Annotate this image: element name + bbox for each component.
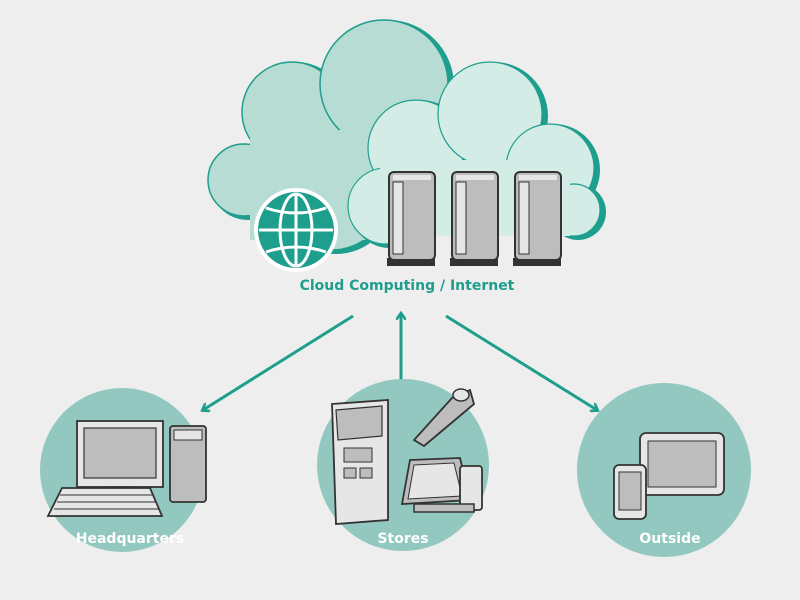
node-outside: Outside — [577, 383, 751, 557]
arrow-cloud-to-outside — [445, 314, 597, 410]
pc-tower-icon — [169, 425, 207, 503]
node-stores: Stores — [317, 379, 489, 551]
node-headquarters: Headquarters — [40, 388, 207, 552]
tablet-icon — [639, 432, 725, 496]
server-icon — [513, 171, 562, 266]
connection-arrows — [203, 314, 597, 410]
server-icon — [387, 171, 436, 266]
barcode-scanner-icon — [412, 388, 476, 448]
globe-icon — [254, 188, 338, 272]
server-icon — [450, 171, 499, 266]
arrow-cloud-to-headquarters — [203, 314, 354, 410]
monitor-icon — [76, 420, 164, 500]
smartphone-icon — [613, 464, 647, 520]
kiosk-icon — [331, 399, 389, 525]
node-label-outside: Outside — [639, 531, 700, 547]
node-label-stores: Stores — [377, 531, 428, 547]
node-label-headquarters: Headquarters — [76, 531, 184, 547]
cloud-label: Cloud Computing / Internet — [300, 278, 515, 294]
keyboard-icon — [46, 487, 164, 517]
pos-terminal-icon — [400, 457, 483, 513]
server-group — [387, 171, 562, 266]
